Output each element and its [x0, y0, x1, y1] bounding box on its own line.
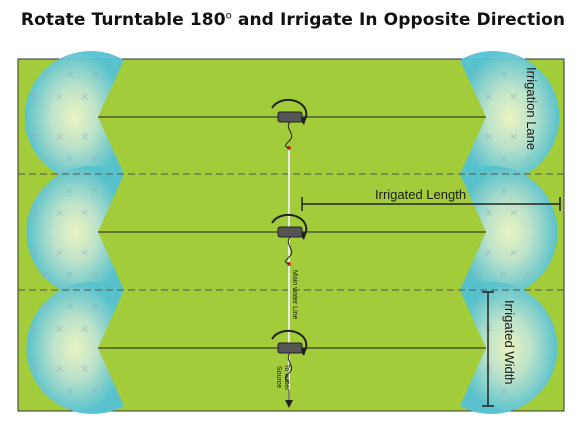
svg-text:×: ×: [90, 384, 99, 397]
irrigated-length-dimension: [301, 197, 561, 211]
svg-text:×: ×: [474, 384, 483, 397]
svg-text:×: ×: [40, 152, 49, 165]
spray-zone-left-3: [26, 282, 125, 414]
svg-text:×: ×: [55, 246, 64, 259]
svg-text:×: ×: [30, 322, 39, 335]
svg-text:×: ×: [499, 68, 508, 81]
svg-text:×: ×: [509, 246, 518, 259]
spray-x-marks: ××× ××× ××× ××× ××× ××× ××× ××× ××× ××× …: [30, 68, 533, 397]
spray-zone-left-1: [24, 51, 125, 184]
svg-text:×: ×: [90, 268, 99, 281]
svg-text:×: ×: [484, 206, 493, 219]
svg-text:×: ×: [499, 268, 508, 281]
svg-text:×: ×: [509, 206, 518, 219]
svg-text:×: ×: [474, 300, 483, 313]
svg-text:×: ×: [499, 152, 508, 165]
irrigated-length-label: Irrigated Length: [375, 187, 466, 202]
water-source-arrow: [285, 400, 293, 408]
svg-text:×: ×: [65, 300, 74, 313]
svg-text:×: ×: [474, 268, 483, 281]
svg-text:×: ×: [524, 152, 533, 165]
irrigated-width-label: Irrigated Width: [502, 300, 517, 385]
svg-text:×: ×: [90, 300, 99, 313]
svg-text:×: ×: [484, 246, 493, 259]
svg-text:×: ×: [65, 384, 74, 397]
svg-text:×: ×: [80, 206, 89, 219]
svg-text:×: ×: [524, 68, 533, 81]
turntable-3: [271, 329, 308, 383]
svg-text:×: ×: [40, 384, 49, 397]
svg-text:×: ×: [499, 184, 508, 197]
svg-text:×: ×: [40, 184, 49, 197]
svg-text:×: ×: [484, 130, 493, 143]
svg-text:×: ×: [65, 68, 74, 81]
svg-text:×: ×: [499, 300, 508, 313]
svg-text:×: ×: [55, 206, 64, 219]
svg-text:×: ×: [55, 90, 64, 103]
svg-text:×: ×: [90, 184, 99, 197]
to-water-source-label-2: Source: [275, 366, 282, 388]
svg-text:×: ×: [474, 152, 483, 165]
svg-text:×: ×: [80, 362, 89, 375]
svg-text:×: ×: [80, 246, 89, 259]
spray-zone-right-1: [460, 51, 560, 184]
svg-text:×: ×: [40, 68, 49, 81]
spray-zone-right-3: [460, 282, 558, 414]
title-degree: o: [225, 10, 232, 22]
irrigation-lane-label: Irrigation Lane: [524, 67, 539, 150]
svg-text:×: ×: [90, 68, 99, 81]
svg-text:×: ×: [484, 90, 493, 103]
svg-text:×: ×: [80, 130, 89, 143]
svg-text:×: ×: [40, 268, 49, 281]
svg-text:×: ×: [40, 300, 49, 313]
svg-text:×: ×: [30, 246, 39, 259]
svg-text:×: ×: [524, 268, 533, 281]
to-water-source-label-1: To water: [283, 364, 290, 391]
irrigated-width-dimension: [482, 291, 494, 407]
svg-text:×: ×: [30, 206, 39, 219]
title-main: Rotate Turntable 180: [20, 10, 226, 30]
spray-zone-right-2: [460, 166, 558, 298]
svg-text:×: ×: [80, 322, 89, 335]
svg-text:×: ×: [30, 130, 39, 143]
svg-text:×: ×: [55, 322, 64, 335]
diagram-title: Rotate Turntable 180o and Irrigate In Op…: [0, 10, 586, 30]
turntable-1: [271, 98, 308, 149]
title-rest: and Irrigate In Opposite Direction: [231, 10, 566, 30]
svg-text:×: ×: [474, 184, 483, 197]
svg-text:×: ×: [80, 90, 89, 103]
svg-text:×: ×: [55, 130, 64, 143]
svg-text:×: ×: [65, 268, 74, 281]
svg-text:×: ×: [30, 90, 39, 103]
svg-text:×: ×: [474, 68, 483, 81]
svg-text:×: ×: [65, 152, 74, 165]
svg-text:×: ×: [65, 184, 74, 197]
svg-text:×: ×: [509, 130, 518, 143]
svg-text:×: ×: [30, 362, 39, 375]
svg-text:×: ×: [509, 90, 518, 103]
svg-text:×: ×: [499, 384, 508, 397]
turntable-2: [271, 213, 308, 265]
spray-zone-left-2: [26, 165, 125, 298]
main-water-line-label: Main water Line: [291, 270, 298, 320]
svg-text:×: ×: [90, 152, 99, 165]
svg-text:×: ×: [55, 362, 64, 375]
